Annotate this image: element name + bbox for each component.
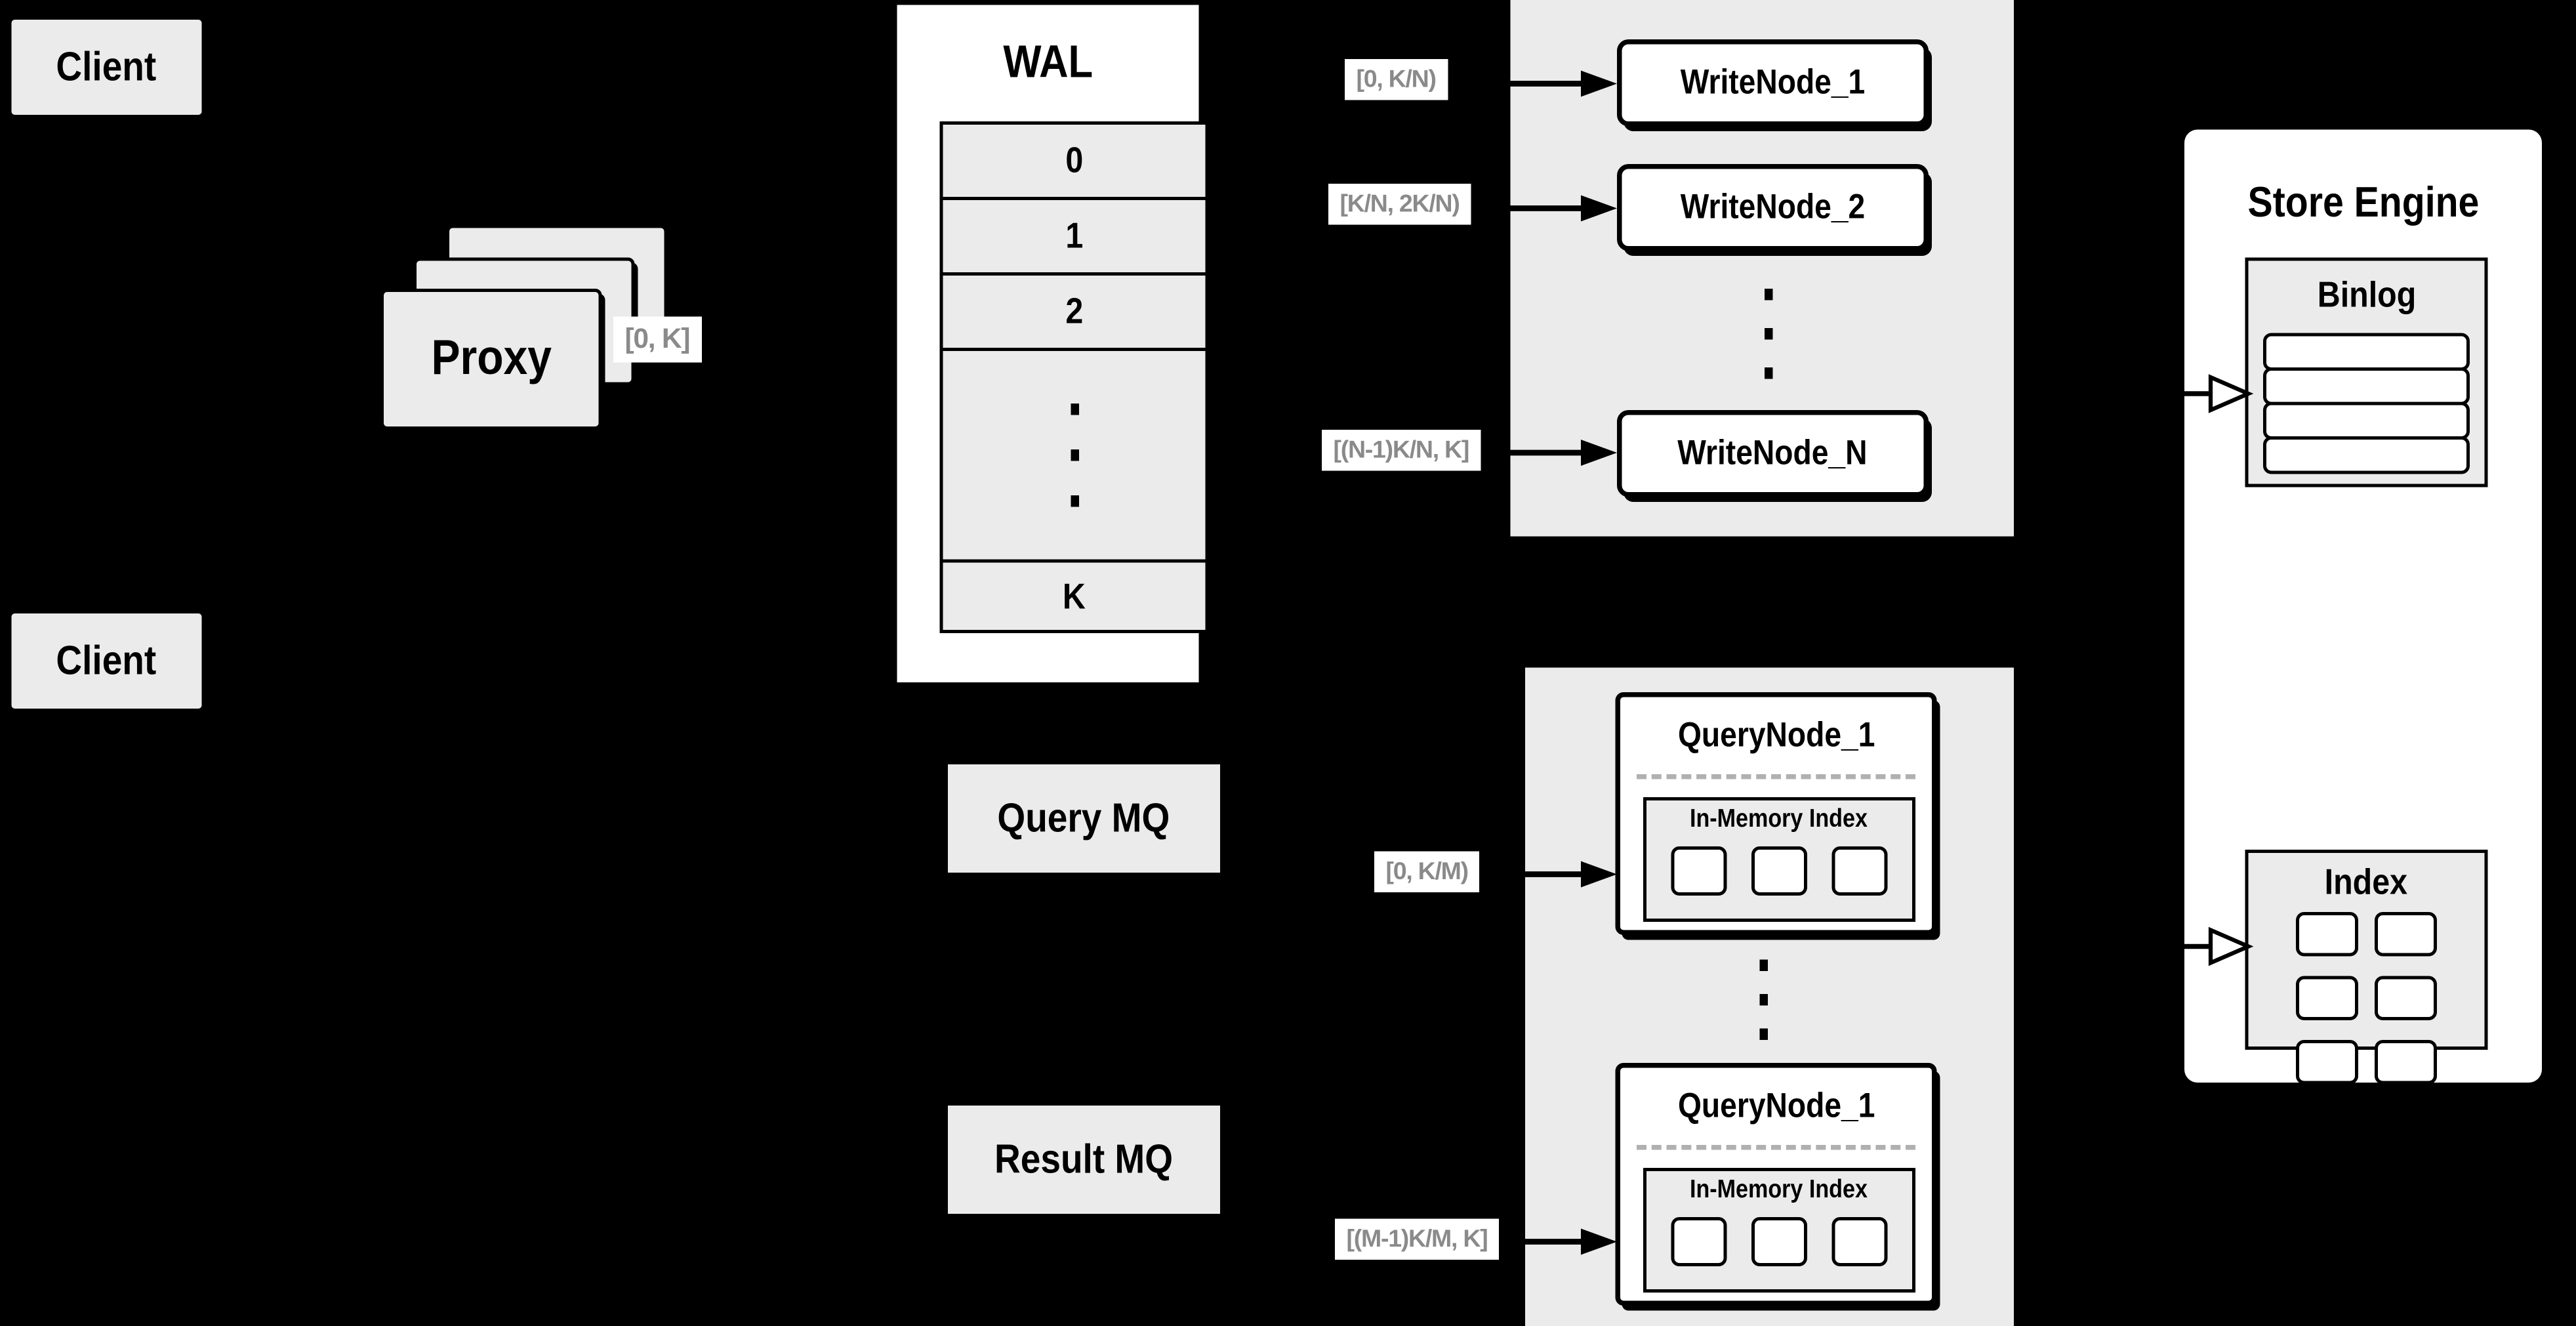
proxy-label: Proxy xyxy=(431,331,552,386)
index-cells xyxy=(2249,912,2485,1085)
binlog-row xyxy=(2263,367,2470,405)
query-nodes-ellipsis xyxy=(1747,947,1780,1052)
segment-cell xyxy=(1831,1217,1888,1266)
result-mq-box: Result MQ xyxy=(945,1102,1223,1217)
wal-row-0: 0 xyxy=(943,125,1206,200)
segment-cell xyxy=(1671,1217,1727,1266)
proxy-stack: Proxy xyxy=(380,224,676,438)
wal-row-1: 1 xyxy=(943,200,1206,276)
wal-title: WAL xyxy=(1003,36,1093,87)
client-bottom-label: Client xyxy=(56,637,157,684)
dashed-divider xyxy=(1637,774,1915,779)
index-title: Index xyxy=(2325,861,2408,903)
write-node-n: WriteNode_N xyxy=(1617,410,1929,497)
write-range-label-2: [K/N, 2K/N) xyxy=(1328,184,1471,225)
dot-icon xyxy=(1763,327,1772,339)
binlog-row xyxy=(2263,402,2470,440)
segment-cell xyxy=(1751,846,1807,896)
wal-row-2: 2 xyxy=(943,276,1206,351)
write-node-2: WriteNode_2 xyxy=(1617,164,1929,251)
proxy-card-front: Proxy xyxy=(380,289,602,430)
result-mq-label: Result MQ xyxy=(994,1136,1174,1182)
write-node-2-label: WriteNode_2 xyxy=(1680,188,1866,226)
wal-box: WAL 0 1 2 K xyxy=(893,1,1209,686)
query-node-top-title: QueryNode_1 xyxy=(1677,716,1875,754)
write-range-label-1: [0, K/N) xyxy=(1345,59,1448,100)
write-range-label-3: [(N-1)K/N, K] xyxy=(1322,430,1481,471)
query-range-label-1: [0, K/M) xyxy=(1374,851,1480,892)
binlog-row xyxy=(2263,333,2470,371)
query-mq-box: Query MQ xyxy=(945,761,1223,876)
write-nodes-ellipsis xyxy=(1751,268,1784,399)
wal-table: 0 1 2 K xyxy=(939,121,1209,633)
index-cell xyxy=(2296,976,2358,1020)
in-memory-index-bottom: In-Memory Index xyxy=(1643,1168,1915,1293)
index-cell xyxy=(2375,1040,2437,1085)
memory-segments xyxy=(1646,846,1912,896)
wal-row-k: K xyxy=(943,562,1206,630)
binlog-title: Binlog xyxy=(2317,274,2416,316)
store-engine-title: Store Engine xyxy=(2247,176,2479,226)
binlog-row xyxy=(2263,436,2470,474)
dot-icon xyxy=(1763,366,1772,379)
client-top-box: Client xyxy=(8,16,205,118)
in-memory-index-top-title: In-Memory Index xyxy=(1690,805,1868,834)
proxy-range-label: [0, K] xyxy=(613,316,701,363)
index-cell xyxy=(2375,912,2437,957)
binlog-box: Binlog xyxy=(2245,257,2488,487)
write-node-1-label: WriteNode_1 xyxy=(1680,63,1866,101)
write-node-n-label: WriteNode_N xyxy=(1677,434,1868,472)
segment-cell xyxy=(1671,846,1727,896)
dot-icon xyxy=(1759,959,1767,970)
in-memory-index-bottom-title: In-Memory Index xyxy=(1690,1176,1868,1205)
index-box: Index xyxy=(2245,850,2488,1085)
dot-icon xyxy=(1763,287,1772,300)
memory-segments xyxy=(1646,1217,1912,1266)
wal-ellipsis xyxy=(943,351,1206,563)
dot-icon xyxy=(1070,404,1078,415)
write-node-1: WriteNode_1 xyxy=(1617,39,1929,127)
dot-icon xyxy=(1759,1027,1767,1039)
query-mq-label: Query MQ xyxy=(998,795,1170,841)
client-top-label: Client xyxy=(56,43,157,90)
client-bottom-box: Client xyxy=(8,610,205,712)
query-node-bottom-title: QueryNode_1 xyxy=(1677,1087,1875,1125)
binlog-rows xyxy=(2249,333,2485,474)
in-memory-index-top: In-Memory Index xyxy=(1643,797,1915,922)
segment-cell xyxy=(1751,1217,1807,1266)
query-range-label-2: [(M-1)K/M, K] xyxy=(1335,1218,1499,1260)
segment-cell xyxy=(1831,846,1888,896)
store-engine-box: Store Engine Binlog Index xyxy=(2184,129,2542,1085)
dashed-divider xyxy=(1637,1145,1915,1150)
index-cell xyxy=(2375,976,2437,1020)
dot-icon xyxy=(1759,993,1767,1005)
dot-icon xyxy=(1070,495,1078,507)
index-cell xyxy=(2296,912,2358,957)
index-cell xyxy=(2296,1040,2358,1085)
dot-icon xyxy=(1070,449,1078,461)
